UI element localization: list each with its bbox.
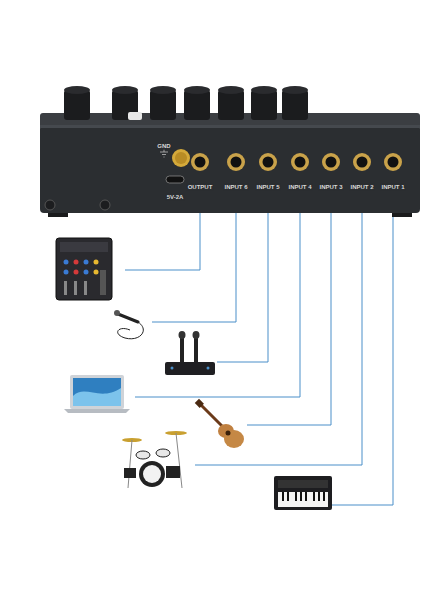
- mixer-icon: [56, 238, 112, 300]
- port-label: INPUT 5: [255, 184, 280, 191]
- ukulele-icon: [195, 399, 244, 448]
- knobs: [64, 86, 308, 120]
- port-label: INPUT 6: [223, 184, 248, 191]
- port-label: INPUT 3: [318, 184, 343, 191]
- microphone-icon: [114, 310, 143, 339]
- port-label: 5V-2A: [166, 194, 185, 201]
- mixer-device: [40, 86, 420, 217]
- port-label: INPUT 2: [349, 184, 374, 191]
- jacks: [191, 153, 402, 171]
- port-label: INPUT 1: [380, 184, 405, 191]
- port-label: GND: [156, 143, 171, 150]
- drum-kit-icon: [122, 431, 187, 488]
- mixer-panel: GND 5V-2AOUTPUT INPUT 6 INPUT 5 INPUT 4 INPUT…: [40, 125, 420, 213]
- port-label: INPUT 4: [287, 184, 312, 191]
- cable-lines: [125, 162, 393, 505]
- wireless-receiver-icon: [165, 331, 215, 375]
- port-label: OUTPUT: [187, 184, 214, 191]
- keyboard-icon: [274, 476, 332, 510]
- laptop-icon: [64, 375, 130, 413]
